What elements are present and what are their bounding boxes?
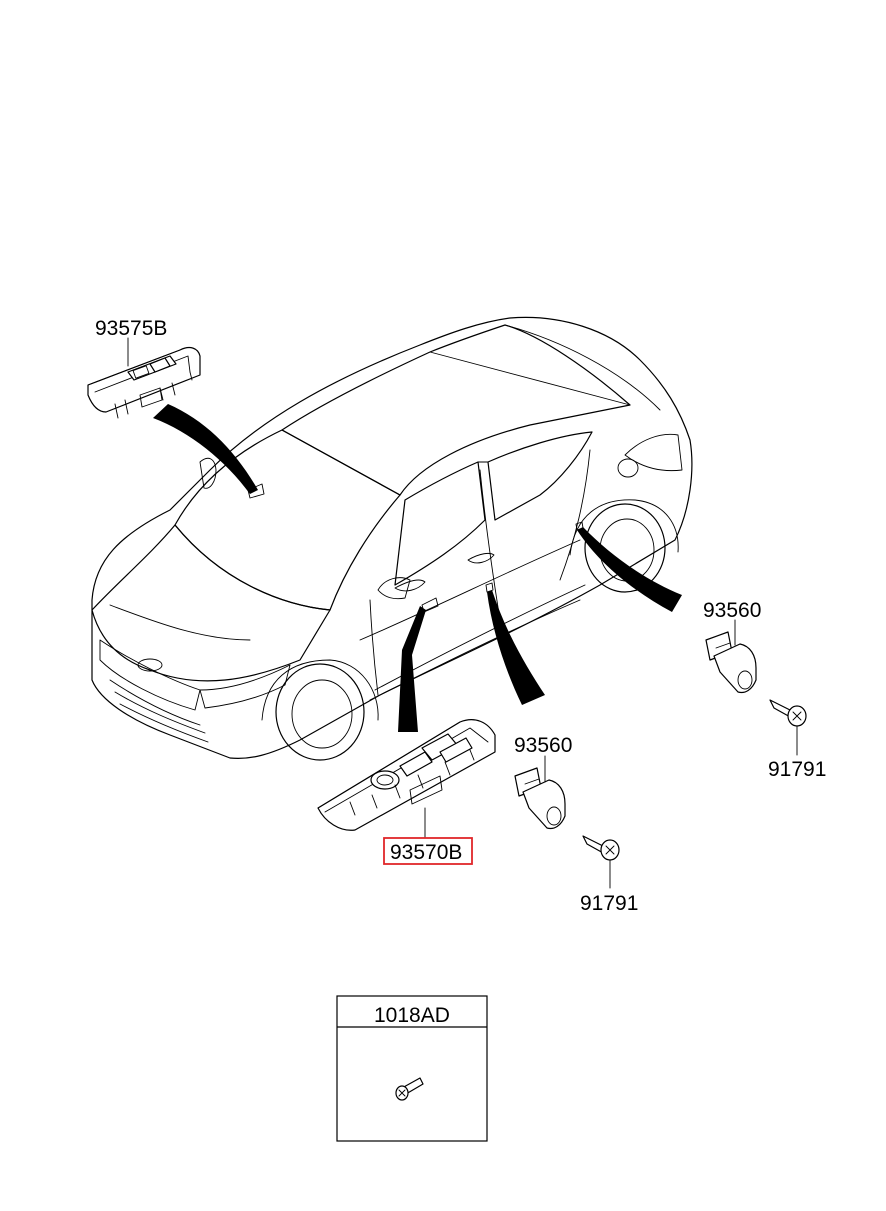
- driver-window-switch: [317, 719, 496, 831]
- pointer-door-front: [487, 590, 545, 705]
- pointer-wedges: [153, 404, 682, 732]
- part-label-93575b: 93575B: [95, 317, 167, 340]
- inset-box: 1018AD: [336, 995, 488, 1142]
- pointer-door-rear: [577, 527, 682, 612]
- screw-front: [582, 835, 620, 861]
- door-switch-front: [514, 767, 566, 830]
- pointer-driver-switch: [398, 606, 426, 732]
- part-label-91791-rear: 91791: [768, 758, 826, 781]
- pointer-rear-switch: [153, 404, 258, 494]
- part-label-93560-front: 93560: [514, 734, 572, 757]
- inset-screw: [395, 1077, 424, 1101]
- part-label-93570b: 93570B: [390, 841, 462, 864]
- highlight-box-93570b: [383, 837, 473, 865]
- door-switch-rear: [705, 631, 757, 694]
- part-label-91791-front: 91791: [580, 892, 638, 915]
- part-label-93560-rear: 93560: [703, 599, 761, 622]
- car-illustration: [91, 316, 693, 761]
- screw-rear: [769, 699, 807, 727]
- rear-window-switch: [87, 346, 201, 419]
- inset-box-title: 1018AD: [374, 1004, 450, 1027]
